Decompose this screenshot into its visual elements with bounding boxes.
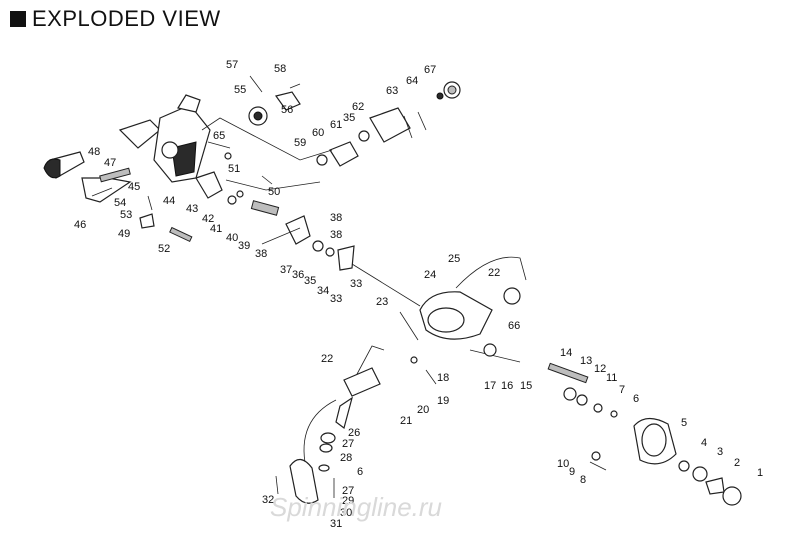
part-label: 29 [342, 495, 354, 507]
part-label: 9 [569, 466, 575, 478]
part-label: 59 [294, 137, 306, 149]
handle-assembly [43, 119, 161, 203]
watermark: Spinningline.ru [270, 492, 443, 522]
top-gear-parts [248, 75, 301, 126]
part-label: 34 [317, 285, 329, 297]
part-label: 10 [557, 458, 569, 470]
title-bullet-icon [10, 11, 26, 27]
part-label: 49 [118, 228, 130, 240]
part-label: 52 [158, 243, 170, 255]
part-label: 38 [330, 212, 342, 224]
part-label: 5 [681, 417, 687, 429]
part-label: 57 [226, 59, 238, 71]
part-label: 42 [202, 213, 214, 225]
part-label: 47 [104, 157, 116, 169]
part-label: 60 [312, 127, 324, 139]
gear-train [195, 171, 355, 271]
part-label: 41 [210, 223, 222, 235]
part-label: 11 [606, 372, 617, 384]
part-label: 62 [352, 101, 364, 113]
part-label: 43 [186, 203, 198, 215]
part-label: 27 [342, 438, 354, 450]
part-label: 67 [424, 64, 436, 76]
part-label: 64 [406, 75, 418, 87]
part-label: 45 [128, 181, 140, 193]
part-label: 33 [330, 293, 342, 305]
part-label: 3 [717, 446, 723, 458]
part-label: 48 [88, 146, 100, 158]
part-label: 26 [348, 427, 360, 439]
part-label: 19 [437, 395, 449, 407]
part-label: 35 [304, 275, 316, 287]
part-label: 20 [417, 404, 429, 416]
part-label: 55 [234, 84, 246, 96]
part-label: 22 [488, 267, 500, 279]
part-label: 30 [340, 507, 352, 519]
part-label: 46 [74, 219, 86, 231]
part-label: 25 [448, 253, 460, 265]
part-label: 21 [400, 415, 412, 427]
part-label: 38 [330, 229, 342, 241]
part-label: 13 [580, 355, 592, 367]
part-label: 51 [228, 163, 240, 175]
part-label: 14 [560, 347, 572, 359]
part-label: 37 [280, 264, 292, 276]
part-label: 58 [274, 63, 286, 75]
part-label: 18 [437, 372, 449, 384]
part-label: 17 [484, 380, 496, 392]
part-label: 8 [580, 474, 586, 486]
bail-arm-assembly [275, 345, 437, 504]
part-label: 33 [350, 278, 362, 290]
part-label: 16 [501, 380, 513, 392]
part-label: 36 [292, 269, 304, 281]
top-right-parts [316, 81, 461, 167]
part-label: 66 [508, 320, 520, 332]
part-label: 35 [343, 112, 355, 124]
misc-parts [139, 141, 273, 243]
part-label: 22 [321, 353, 333, 365]
part-label: 40 [226, 232, 238, 244]
spool-assembly [469, 343, 742, 506]
body-frame [153, 94, 211, 183]
part-label: 15 [520, 380, 532, 392]
part-label: 7 [619, 384, 625, 396]
part-label: 38 [255, 248, 267, 260]
part-number-labels: 1 2 3 4 5 6 7 8 9 10 11 12 13 14 15 16 1… [74, 59, 763, 530]
rotor-assembly [351, 256, 527, 341]
page-title: EXPLODED VIEW [10, 6, 221, 32]
part-label: 56 [281, 104, 293, 116]
part-label: 6 [357, 466, 363, 478]
part-label: 54 [114, 197, 126, 209]
part-label: 4 [701, 437, 707, 449]
part-label: 39 [238, 240, 250, 252]
part-label: 27 [342, 485, 354, 497]
part-label: 50 [268, 186, 280, 198]
part-label: 31 [330, 518, 342, 530]
part-label: 12 [594, 363, 606, 375]
part-label: 32 [262, 494, 274, 506]
part-label: 61 [330, 119, 342, 131]
part-label: 65 [213, 130, 225, 142]
part-label: 28 [340, 452, 352, 464]
part-label: 23 [376, 296, 388, 308]
part-label: 6 [633, 393, 639, 405]
part-label: 2 [734, 457, 740, 469]
part-label: 1 [757, 467, 763, 479]
part-label: 53 [120, 209, 132, 221]
part-label: 44 [163, 195, 175, 207]
title-text: EXPLODED VIEW [32, 6, 221, 31]
part-label: 24 [424, 269, 436, 281]
part-label: 63 [386, 85, 398, 97]
